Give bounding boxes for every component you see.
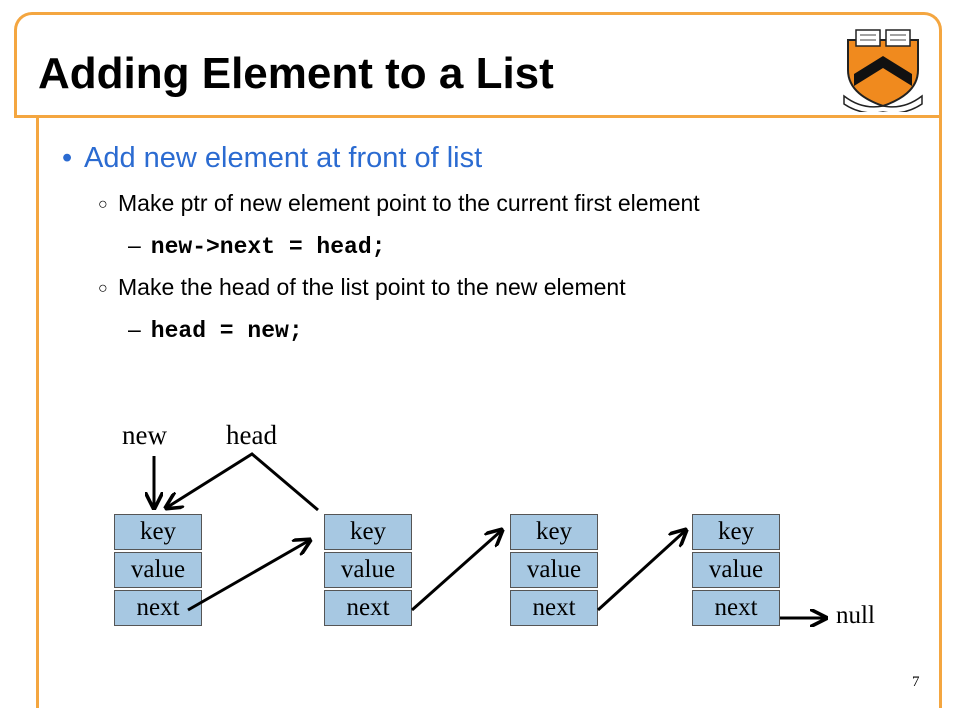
node-3-next: next	[510, 590, 598, 626]
node-2-next: next	[324, 590, 412, 626]
slide-frame-top	[14, 12, 942, 118]
node-3-key: key	[510, 514, 598, 550]
node-4-next: next	[692, 590, 780, 626]
node-2-key: key	[324, 514, 412, 550]
label-new: new	[122, 420, 167, 450]
princeton-shield-icon	[843, 29, 923, 112]
sub-bullet-step1-text: Make ptr of new element point to the cur…	[118, 190, 700, 216]
label-head: head	[226, 420, 277, 450]
slide-title: Adding Element to a List	[38, 49, 554, 98]
sub-bullet-step1: ○Make ptr of new element point to the cu…	[98, 190, 700, 216]
bullet-main: •Add new element at front of list	[62, 142, 483, 174]
arrow-node3-next	[596, 530, 686, 612]
code-line-2-text: head = new;	[150, 318, 303, 344]
arrow-head	[166, 452, 319, 512]
code-line-1-text: new->next = head;	[150, 234, 386, 260]
arrow-node1-next	[187, 540, 310, 612]
node-2-value: value	[324, 552, 412, 588]
node-1-value: value	[114, 552, 202, 588]
code-line-1: –new->next = head;	[128, 232, 386, 260]
slide-frame-right	[939, 118, 942, 708]
bullet-main-text: Add new element at front of list	[84, 142, 483, 174]
sub-bullet-step2: ○Make the head of the list point to the …	[98, 274, 626, 300]
slide-frame-left	[36, 118, 39, 708]
node-4-value: value	[692, 552, 780, 588]
label-null: null	[836, 602, 875, 629]
arrow-node2-next	[411, 530, 502, 612]
code-line-2: –head = new;	[128, 316, 303, 344]
page-number: 7	[912, 674, 920, 690]
title-rule	[14, 115, 942, 118]
node-1-next: next	[114, 590, 202, 626]
node-1-key: key	[114, 514, 202, 550]
sub-bullet-step2-text: Make the head of the list point to the n…	[118, 274, 626, 300]
node-3-value: value	[510, 552, 598, 588]
node-4-key: key	[692, 514, 780, 550]
